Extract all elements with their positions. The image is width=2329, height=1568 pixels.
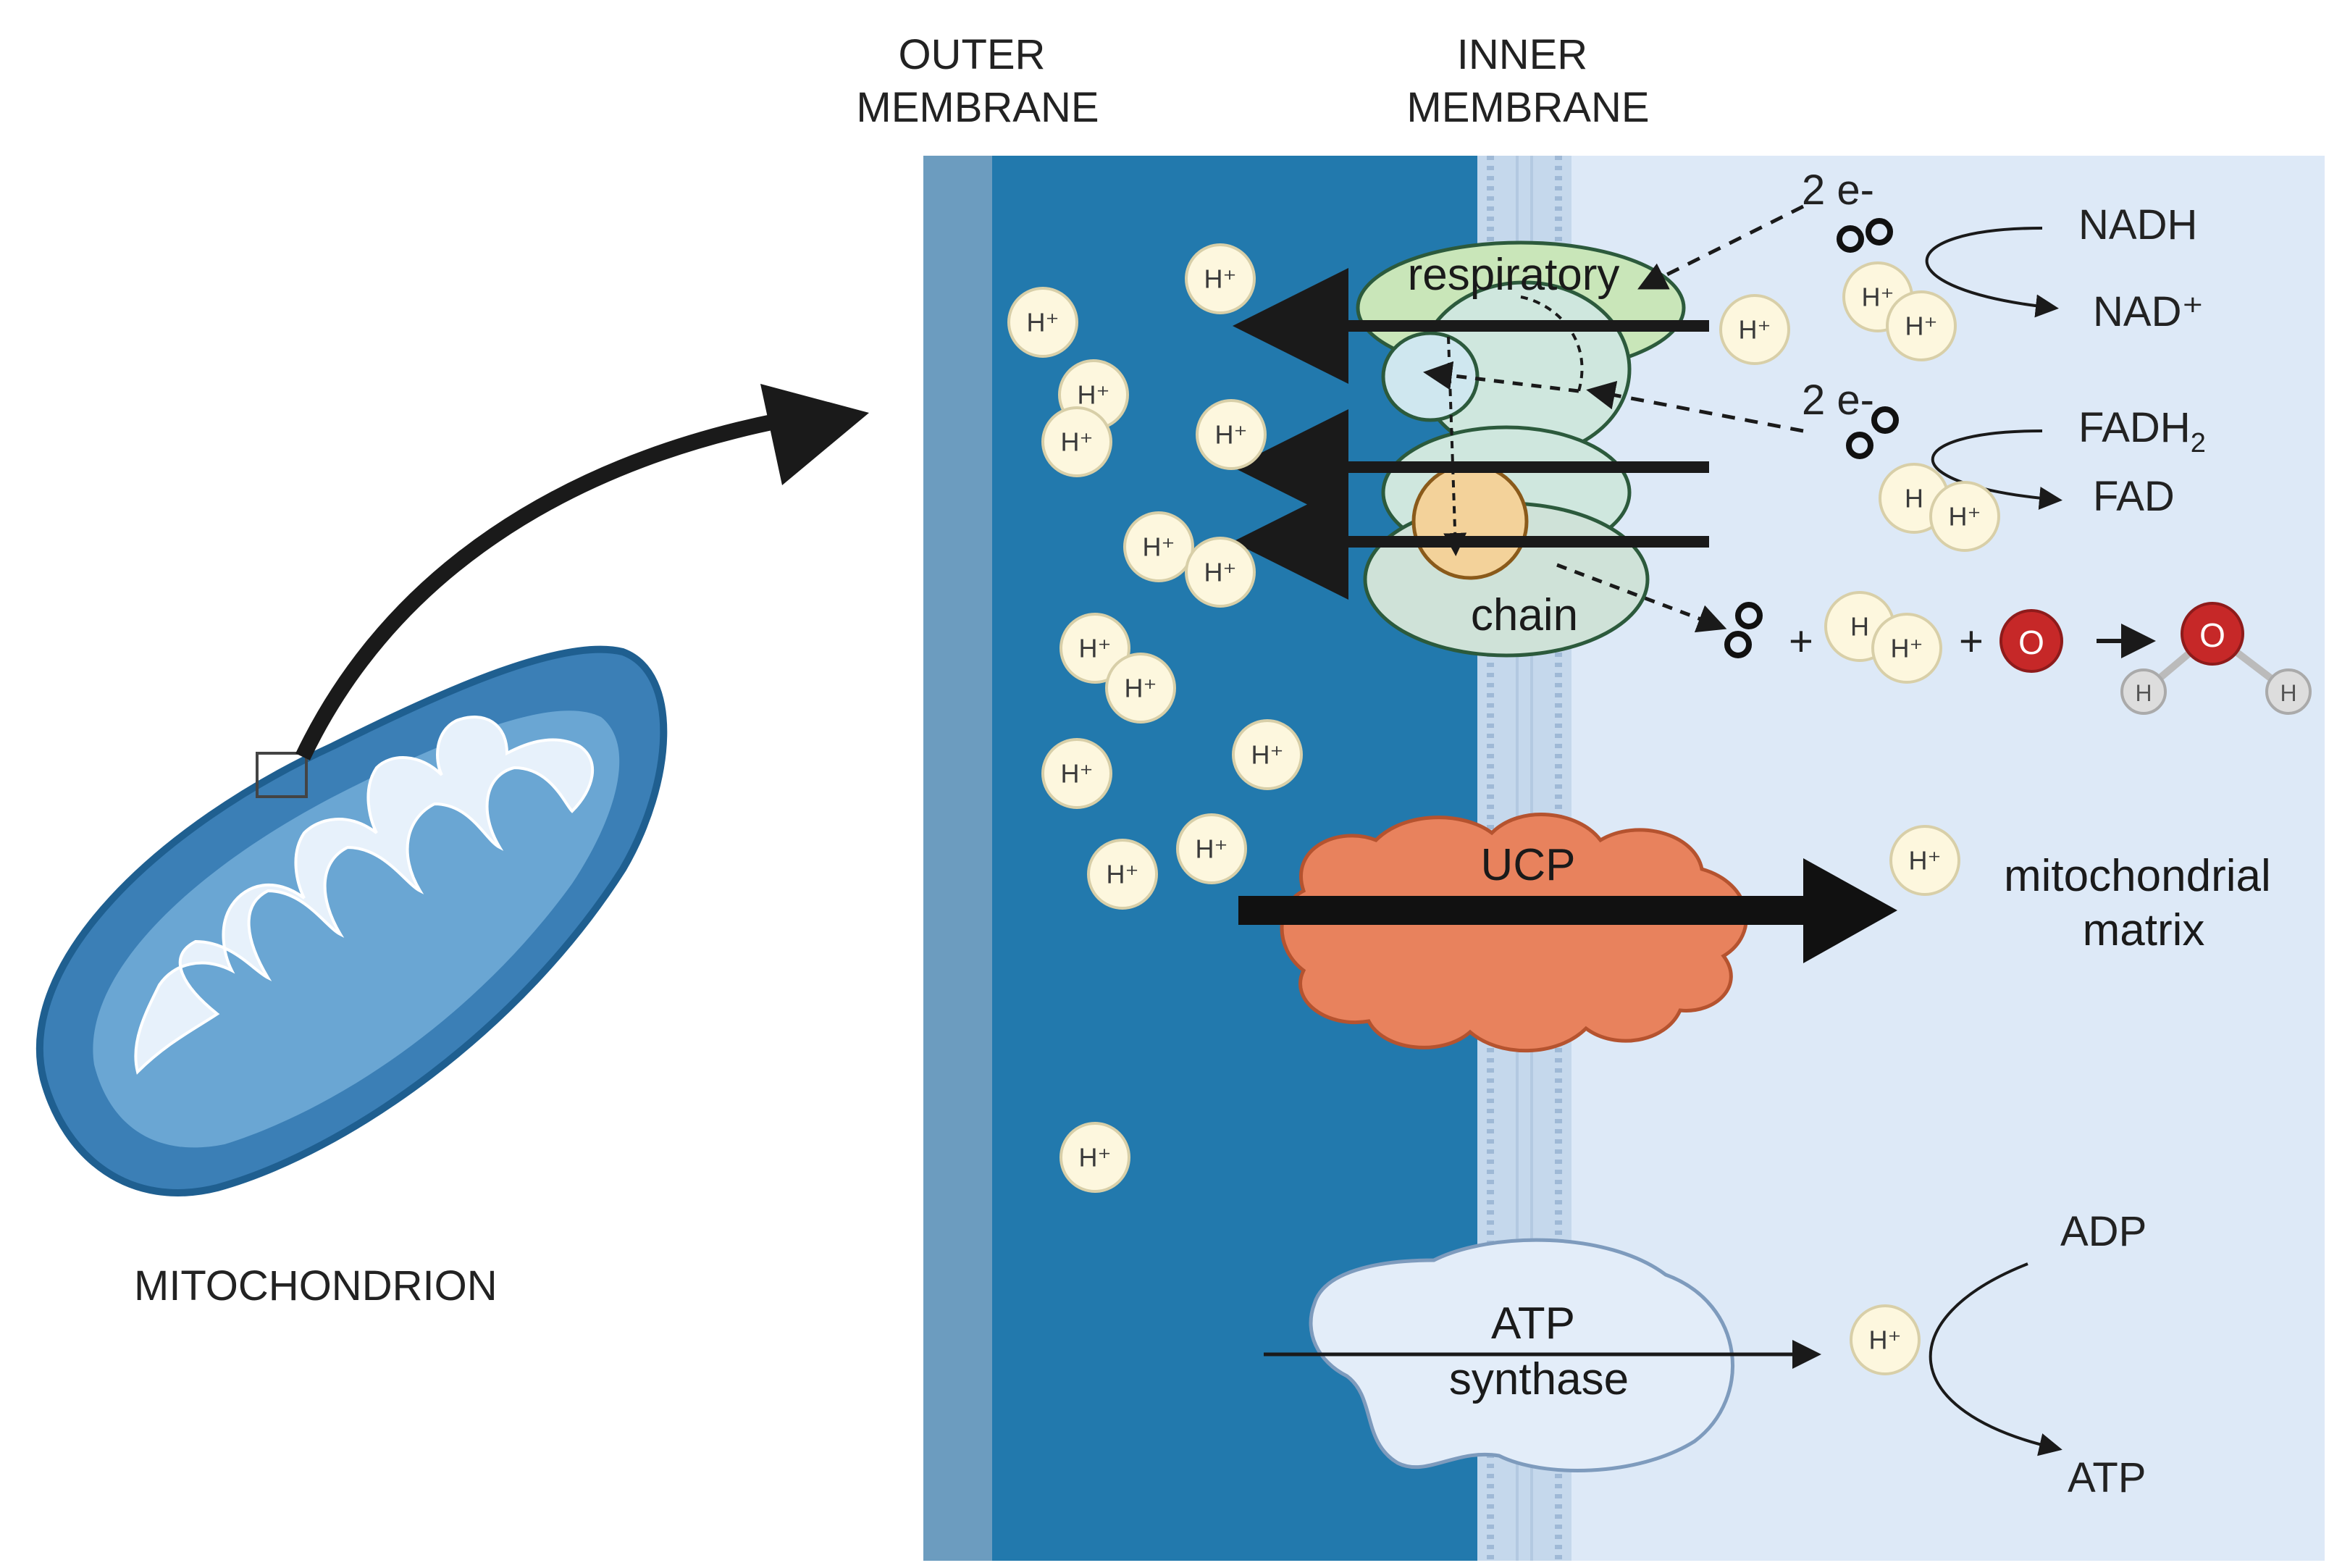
svg-text:H⁺: H⁺ <box>1079 1143 1112 1173</box>
svg-text:O: O <box>2018 624 2044 661</box>
proton: H⁺ <box>1176 813 1247 884</box>
zoom-arrowhead <box>760 384 869 485</box>
electron-path-nadh <box>1637 204 1805 290</box>
svg-text:H: H <box>1850 612 1869 642</box>
proton: H⁺ <box>1105 653 1176 724</box>
zoom-box <box>256 752 308 798</box>
electrons-label-fadh2: 2 e- <box>1802 377 1874 424</box>
svg-text:H⁺: H⁺ <box>1125 674 1157 703</box>
mitochondrion-label: MITOCHONDRION <box>134 1262 498 1309</box>
matrix-label: mitochondrial matrix <box>2004 851 2283 955</box>
svg-text:O: O <box>2199 616 2225 654</box>
electron-pair-nadh <box>1837 218 1893 253</box>
svg-text:H⁺: H⁺ <box>1215 420 1248 450</box>
adp-label: ADP <box>2060 1208 2147 1255</box>
svg-text:H⁺: H⁺ <box>1862 282 1894 312</box>
fadh2-conversion-arrow <box>1931 429 2062 510</box>
electrons-label-nadh: 2 e- <box>1802 167 1874 214</box>
proton: H⁺ <box>1185 243 1256 314</box>
proton: H⁺ <box>1007 287 1078 358</box>
svg-text:H⁺: H⁺ <box>1061 427 1094 457</box>
electron-path-fadh2 <box>1586 380 1804 433</box>
svg-text:H⁺: H⁺ <box>1107 860 1139 889</box>
respiratory-label: respiratory <box>1408 250 1620 300</box>
svg-text:H⁺: H⁺ <box>1204 558 1237 587</box>
outer-membrane <box>923 156 992 1561</box>
oxygen-atom: O <box>1999 609 2063 673</box>
proton: H⁺ <box>1889 825 1960 896</box>
svg-text:H⁺: H⁺ <box>1078 380 1110 410</box>
svg-text:H: H <box>2280 680 2296 706</box>
proton: H⁺ <box>1871 613 1942 684</box>
fad-label: FAD <box>2093 473 2175 520</box>
proton: H⁺ <box>1087 839 1158 910</box>
svg-text:H⁺: H⁺ <box>1143 532 1175 562</box>
mitochondrion-illustration <box>35 384 869 1196</box>
proton: H⁺ <box>1059 613 1130 684</box>
water-molecule: O H H <box>2120 602 2312 715</box>
svg-text:H⁺: H⁺ <box>1949 502 1981 532</box>
svg-text:H⁺: H⁺ <box>1061 759 1094 789</box>
inner-membrane-label: INNER MEMBRANE <box>1406 31 1649 131</box>
zoom-arrow <box>295 412 784 760</box>
proton: H⁺ <box>1232 719 1303 790</box>
svg-text:H⁺: H⁺ <box>1196 834 1228 864</box>
proton: H⁺ <box>1719 294 1790 365</box>
svg-text:H⁺: H⁺ <box>1909 846 1942 876</box>
svg-text:H⁺: H⁺ <box>1204 264 1237 294</box>
proton: H⁺ <box>1123 511 1194 582</box>
ucp-protein <box>1280 813 1748 1053</box>
ucp-proton-leak-arrowhead <box>1803 858 1897 963</box>
atp-synthase-label: ATP synthase <box>1449 1299 1629 1404</box>
outer-membrane-label: OUTER MEMBRANE <box>856 31 1099 131</box>
svg-text:H⁺: H⁺ <box>1905 311 1938 341</box>
svg-text:H⁺: H⁺ <box>1027 308 1059 338</box>
protons: H⁺ H⁺ H⁺ H⁺ H⁺ H⁺ H⁺ H⁺ H⁺ H⁺ H⁺ H⁺ H⁺ H… <box>1007 243 2000 1375</box>
chain-label: chain <box>1471 590 1578 640</box>
svg-text:H⁺: H⁺ <box>1891 634 1923 663</box>
svg-text:H⁺: H⁺ <box>1869 1325 1902 1355</box>
mitochondrion-cristae <box>134 716 594 1075</box>
electron-pair-oxygen <box>1724 602 1763 658</box>
svg-text:H: H <box>2135 680 2152 706</box>
svg-text:H⁺: H⁺ <box>1079 634 1112 663</box>
adp-atp-conversion-arrow <box>1929 1262 2062 1456</box>
plus-sign-2: + <box>1959 618 1984 665</box>
proton: H⁺ <box>1850 1304 1921 1375</box>
nadh-label: NADH <box>2078 201 2197 248</box>
proton: H⁺ <box>1041 406 1112 477</box>
electron-path-internal <box>1423 361 1579 393</box>
plus-sign-1: + <box>1789 618 1813 665</box>
ucp-proton-leak-arrow-shaft <box>1238 896 1810 925</box>
nadh-conversion-arrow <box>1925 227 2059 318</box>
ucp-label: UCP <box>1481 840 1576 890</box>
proton: H⁺ <box>1041 738 1112 809</box>
electron-pair-fadh2 <box>1846 406 1899 459</box>
svg-text:H: H <box>1905 484 1923 513</box>
proton: H⁺ <box>1886 290 1957 361</box>
svg-text:H⁺: H⁺ <box>1251 740 1284 770</box>
fadh2-label: FADH2 <box>2078 404 2206 458</box>
proton: H⁺ <box>1929 481 2000 552</box>
proton: H⁺ <box>1185 537 1256 608</box>
proton: H⁺ <box>1059 1122 1130 1193</box>
nad-label: NAD⁺ <box>2093 288 2204 335</box>
proton: H⁺ <box>1196 399 1267 470</box>
svg-text:H⁺: H⁺ <box>1739 315 1771 345</box>
atp-label: ATP <box>2068 1454 2147 1501</box>
